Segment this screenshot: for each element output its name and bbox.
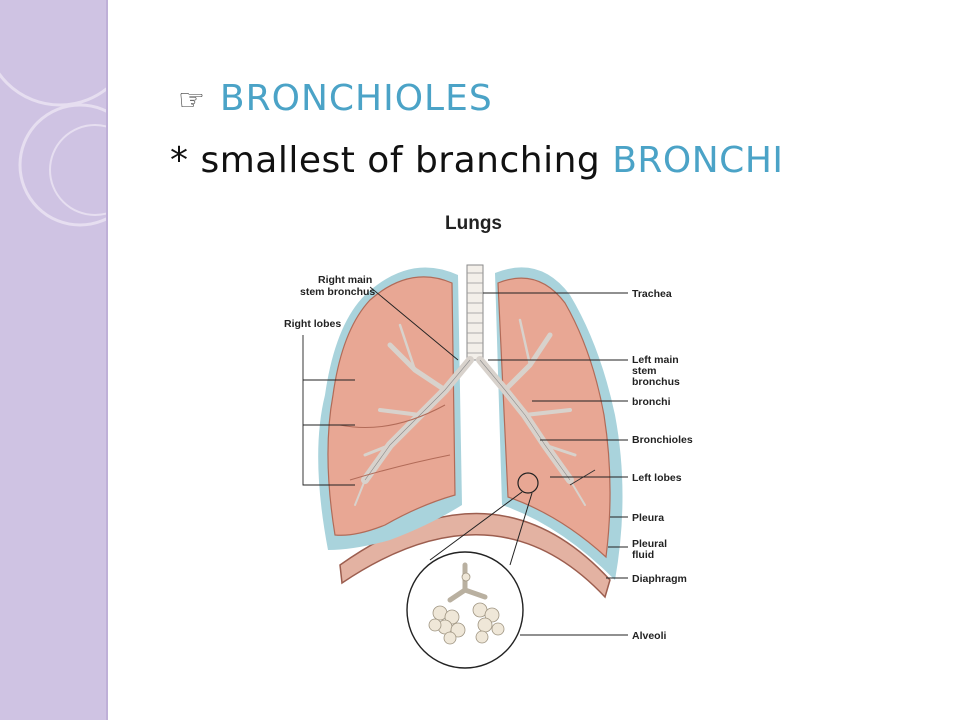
bronchial-outline xyxy=(364,359,571,481)
left-lung xyxy=(497,277,611,559)
trachea-tube xyxy=(466,264,484,361)
subtitle-prefix: * smallest of branching xyxy=(170,140,601,181)
label-right-main-stem-2: stem bronchus xyxy=(300,286,375,298)
right-fissure-1 xyxy=(339,404,446,428)
label-bronchi: bronchi xyxy=(632,396,671,408)
label-left-main-stem-2: stem xyxy=(632,365,657,377)
slide-title: ☞ BRONCHIOLES xyxy=(178,78,493,119)
right-fissure-2 xyxy=(349,454,451,481)
decorative-sidebar xyxy=(0,0,108,720)
label-pleura: Pleura xyxy=(632,512,664,524)
label-left-main-stem-3: bronchus xyxy=(632,376,680,388)
alveoli-inset xyxy=(406,551,524,669)
alveoli-cluster xyxy=(428,562,505,645)
trachea-rings xyxy=(467,272,483,354)
label-left-main-stem-1: Left main xyxy=(632,354,679,366)
label-bronchioles: Bronchioles xyxy=(632,434,693,446)
lungs-diagram: Lungs xyxy=(284,213,693,669)
label-right-main-stem-1: Right main xyxy=(318,274,372,286)
magnify-marker xyxy=(517,472,539,494)
magnify-line-2 xyxy=(509,492,533,566)
subtitle-accent: BRONCHI xyxy=(612,140,784,181)
label-diaphragm: Diaphragm xyxy=(632,573,687,585)
sidebar-circles-decoration xyxy=(0,72,106,227)
label-right-lobes: Right lobes xyxy=(284,318,341,330)
diagram-title: Lungs xyxy=(445,213,502,234)
label-trachea: Trachea xyxy=(632,288,672,300)
leader-lines xyxy=(302,286,628,636)
label-left-lobes: Left lobes xyxy=(632,472,682,484)
left-fissure xyxy=(569,469,596,486)
magnify-line-1 xyxy=(429,491,523,561)
right-lung xyxy=(327,276,456,536)
label-pleural-fluid-2: fluid xyxy=(632,549,654,561)
slide-subtitle: * smallest of branching BRONCHI xyxy=(170,140,784,181)
title-text: BRONCHIOLES xyxy=(219,78,493,119)
label-alveoli: Alveoli xyxy=(632,630,667,642)
label-pleural-fluid-1: Pleural xyxy=(632,538,667,550)
pointing-hand-icon: ☞ xyxy=(178,83,206,118)
